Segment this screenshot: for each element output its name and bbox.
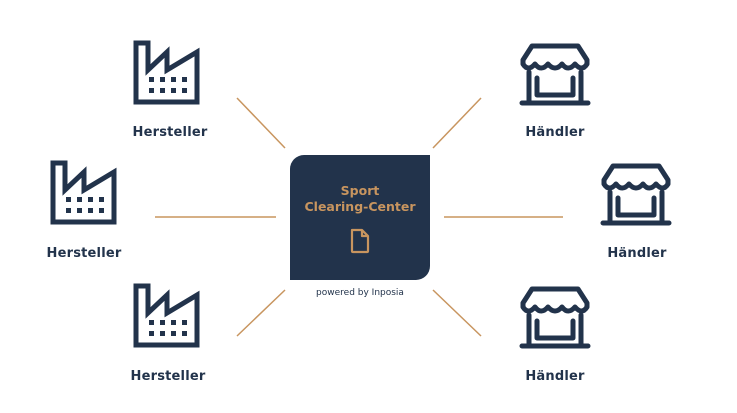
shop-icon xyxy=(603,166,669,223)
powered-by-text: powered by Inposia xyxy=(316,288,404,298)
retailer-label: Händler xyxy=(525,125,585,140)
retailer-label: Händler xyxy=(525,369,585,384)
manufacturer-label: Hersteller xyxy=(46,246,122,261)
title-line-1: Sport xyxy=(340,183,380,198)
manufacturer-label: Hersteller xyxy=(132,125,208,140)
factory-icon xyxy=(136,286,197,345)
connector-line xyxy=(236,97,286,149)
connector-line xyxy=(236,289,286,337)
connector-line xyxy=(432,97,482,149)
shop-icon xyxy=(522,289,588,346)
retailer-label: Händler xyxy=(607,246,667,261)
connector-line xyxy=(432,289,482,337)
factory-icon xyxy=(53,163,114,222)
clearing-center-title: Sport Clearing-Center xyxy=(304,183,415,215)
title-line-2: Clearing-Center xyxy=(304,199,416,214)
clearing-center-box: Sport Clearing-Center xyxy=(290,155,430,280)
factory-icon xyxy=(136,43,197,102)
connector-lines xyxy=(155,97,563,337)
manufacturer-label: Hersteller xyxy=(130,369,206,384)
document-icon xyxy=(350,228,370,254)
shop-icon xyxy=(522,46,588,103)
